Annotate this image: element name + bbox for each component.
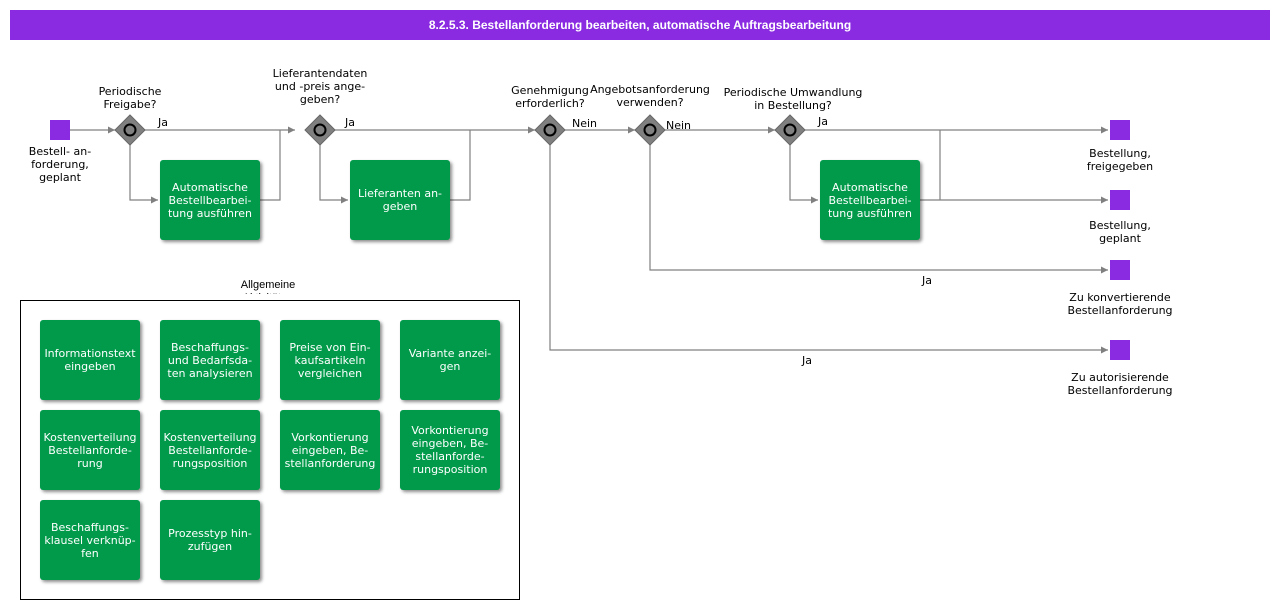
gateway-approval-required-label: Genehmigung erforderlich? <box>511 84 589 110</box>
activity-link-procurement-clause[interactable]: Beschaffungs- klausel verknüp- fen <box>40 500 140 580</box>
flow-label-ja-convert: Ja <box>922 274 932 287</box>
flow-g3-authorize <box>549 145 1108 354</box>
flow-label-ja-2: Ja <box>345 116 355 129</box>
end-event-planned <box>1110 190 1130 210</box>
end-event-authorize-label: Zu autorisierende Bestellanforderung <box>1067 371 1173 397</box>
start-event <box>50 120 70 140</box>
activity-auto-order-processing-2[interactable]: Automatische Bestellbearbei- tung ausfüh… <box>820 160 920 240</box>
flow-g4-convert <box>649 145 1108 274</box>
end-event-released <box>1110 120 1130 140</box>
flow-label-nein-4: Nein <box>666 119 692 132</box>
gateway-use-rfq <box>634 114 666 146</box>
activity-account-assignment-item[interactable]: Vorkontierung eingeben, Be- stellanforde… <box>400 410 500 490</box>
gateway-supplier-data-label: Lieferantendaten und -preis ange- geben? <box>272 67 368 106</box>
activity-enter-info-text[interactable]: Informationstext eingeben <box>40 320 140 400</box>
flow-label-ja-authorize: Ja <box>802 354 812 367</box>
end-event-authorize <box>1110 340 1130 360</box>
flow-activity1-merge <box>260 130 281 201</box>
activity-specify-supplier[interactable]: Lieferanten an- geben <box>350 160 450 240</box>
activity-analyze-procurement-data[interactable]: Beschaffungs- und Bedarfsda- ten analysi… <box>160 320 260 400</box>
end-event-convert <box>1110 260 1130 280</box>
general-activities-group <box>20 300 520 600</box>
activity-show-variant[interactable]: Variante anzei- gen <box>400 320 500 400</box>
diagram-title: 8.2.5.3. Bestellanforderung bearbeiten, … <box>10 10 1270 40</box>
gateway-periodic-release <box>114 114 146 146</box>
start-event-label: Bestell- an- forderung, geplant <box>28 145 92 184</box>
general-activities-title: Allgemeine Aktivitäten <box>240 279 296 294</box>
gateway-periodic-release-label: Periodische Freigabe? <box>98 85 162 111</box>
flow-g5-activity3 <box>789 145 818 204</box>
flow-g2-activity2 <box>319 145 348 204</box>
activity-compare-prices[interactable]: Preise von Ein- kaufsartikeln vergleiche… <box>280 320 380 400</box>
gateway-supplier-data <box>304 114 336 146</box>
activity-add-process-type[interactable]: Prozesstyp hin- zufügen <box>160 500 260 580</box>
activity-cost-distribution-requisition[interactable]: Kostenverteilung Bestellanforde- rung <box>40 410 140 490</box>
activity-account-assignment-requisition[interactable]: Vorkontierung eingeben, Be- stellanforde… <box>280 410 380 490</box>
gateway-approval-required <box>534 114 566 146</box>
flow-label-nein-3: Nein <box>572 117 598 130</box>
end-event-planned-label: Bestellung, geplant <box>1089 219 1151 245</box>
activity-auto-order-processing[interactable]: Automatische Bestellbearbei- tung ausfüh… <box>160 160 260 240</box>
gateway-periodic-conversion <box>774 114 806 146</box>
end-event-released-label: Bestellung, freigegeben <box>1086 147 1154 173</box>
gateway-periodic-conversion-label: Periodische Umwandlung in Bestellung? <box>723 86 863 112</box>
flow-activity2-merge <box>450 130 471 201</box>
end-event-convert-label: Zu konvertierende Bestellanforderung <box>1067 291 1173 317</box>
flow-g1-activity1 <box>129 145 158 204</box>
gateway-use-rfq-label: Angebotsanforderung verwenden? <box>590 83 710 109</box>
flow-label-ja-5: Ja <box>818 115 828 128</box>
activity-cost-distribution-item[interactable]: Kostenverteilung Bestellanforde- rungspo… <box>160 410 260 490</box>
flow-label-ja-1: Ja <box>158 116 168 129</box>
